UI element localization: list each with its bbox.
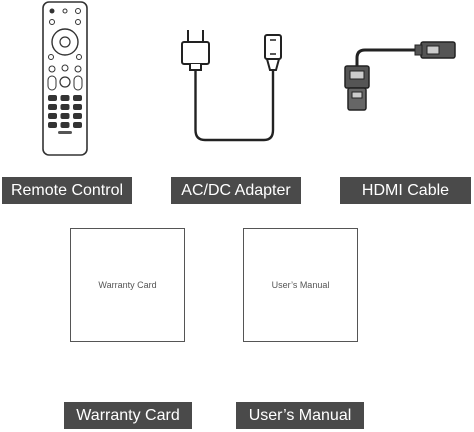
warranty-card-label: Warranty Card [64,402,192,429]
warranty-card: Warranty Card [70,228,185,342]
users-manual-label: User’s Manual [236,402,364,429]
hdmi-cable-icon [344,41,456,111]
power-adapter-icon [181,30,282,142]
remote-control-label: Remote Control [2,177,132,204]
adapter-label: AC/DC Adapter [171,177,301,204]
hdmi-cable-label: HDMI Cable [340,177,471,204]
users-manual: User’s Manual [243,228,358,342]
warranty-card-text: Warranty Card [98,280,157,290]
users-manual-text: User’s Manual [271,280,330,290]
remote-control-icon [42,1,88,156]
